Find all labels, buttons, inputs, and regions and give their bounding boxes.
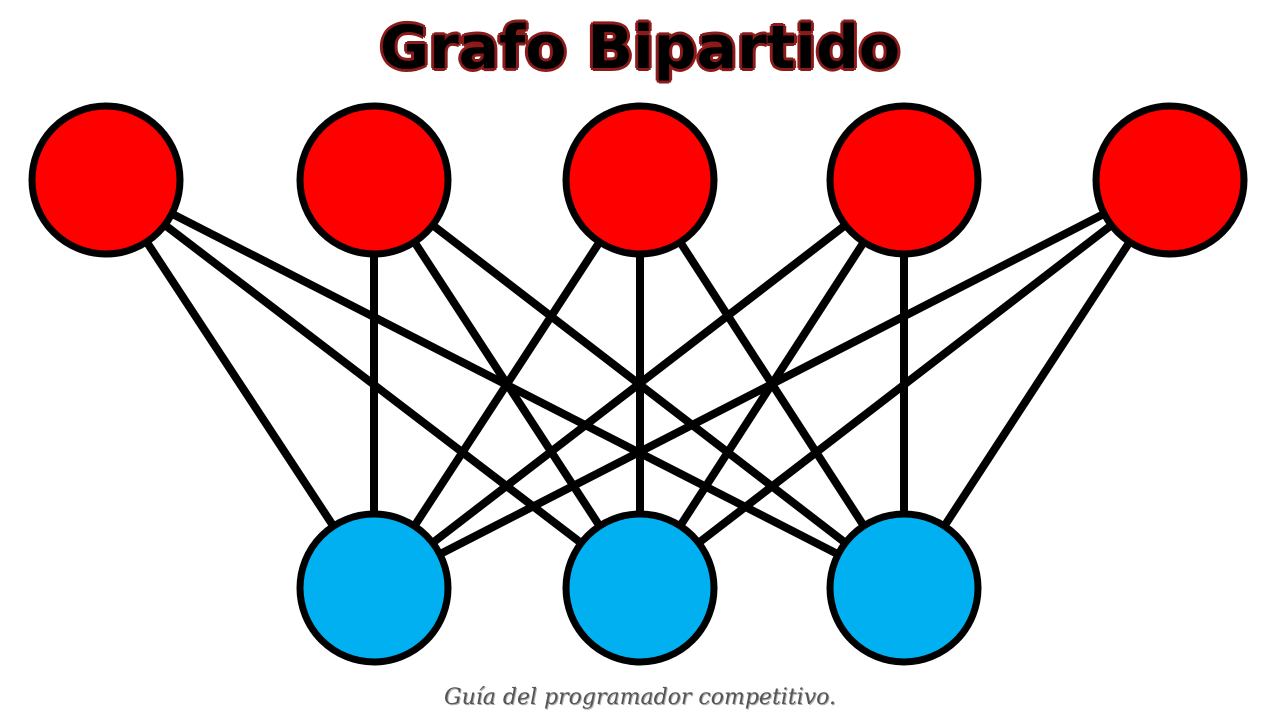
edge-u5-v2	[637, 176, 1173, 592]
red-node-u1	[28, 102, 184, 258]
caption: Guía del programador competitivo.	[444, 685, 836, 710]
blue-node-v1	[296, 510, 452, 666]
edge-u4-v1	[371, 176, 907, 592]
edge-u5-v1	[372, 176, 1172, 592]
red-node-u3	[562, 102, 718, 258]
blue-node-v3	[826, 510, 982, 666]
nodes-layer	[28, 102, 1248, 666]
red-node-u5	[1092, 102, 1248, 258]
edge-u5-v3	[900, 177, 1174, 591]
diagram-title: Grafo Bipartido	[379, 13, 901, 83]
edges-layer	[102, 176, 1174, 592]
blue-node-v2	[562, 510, 718, 666]
edge-u1-v1	[102, 177, 378, 591]
edge-u3-v1	[370, 177, 644, 591]
red-node-u2	[296, 102, 452, 258]
red-node-u4	[826, 102, 982, 258]
